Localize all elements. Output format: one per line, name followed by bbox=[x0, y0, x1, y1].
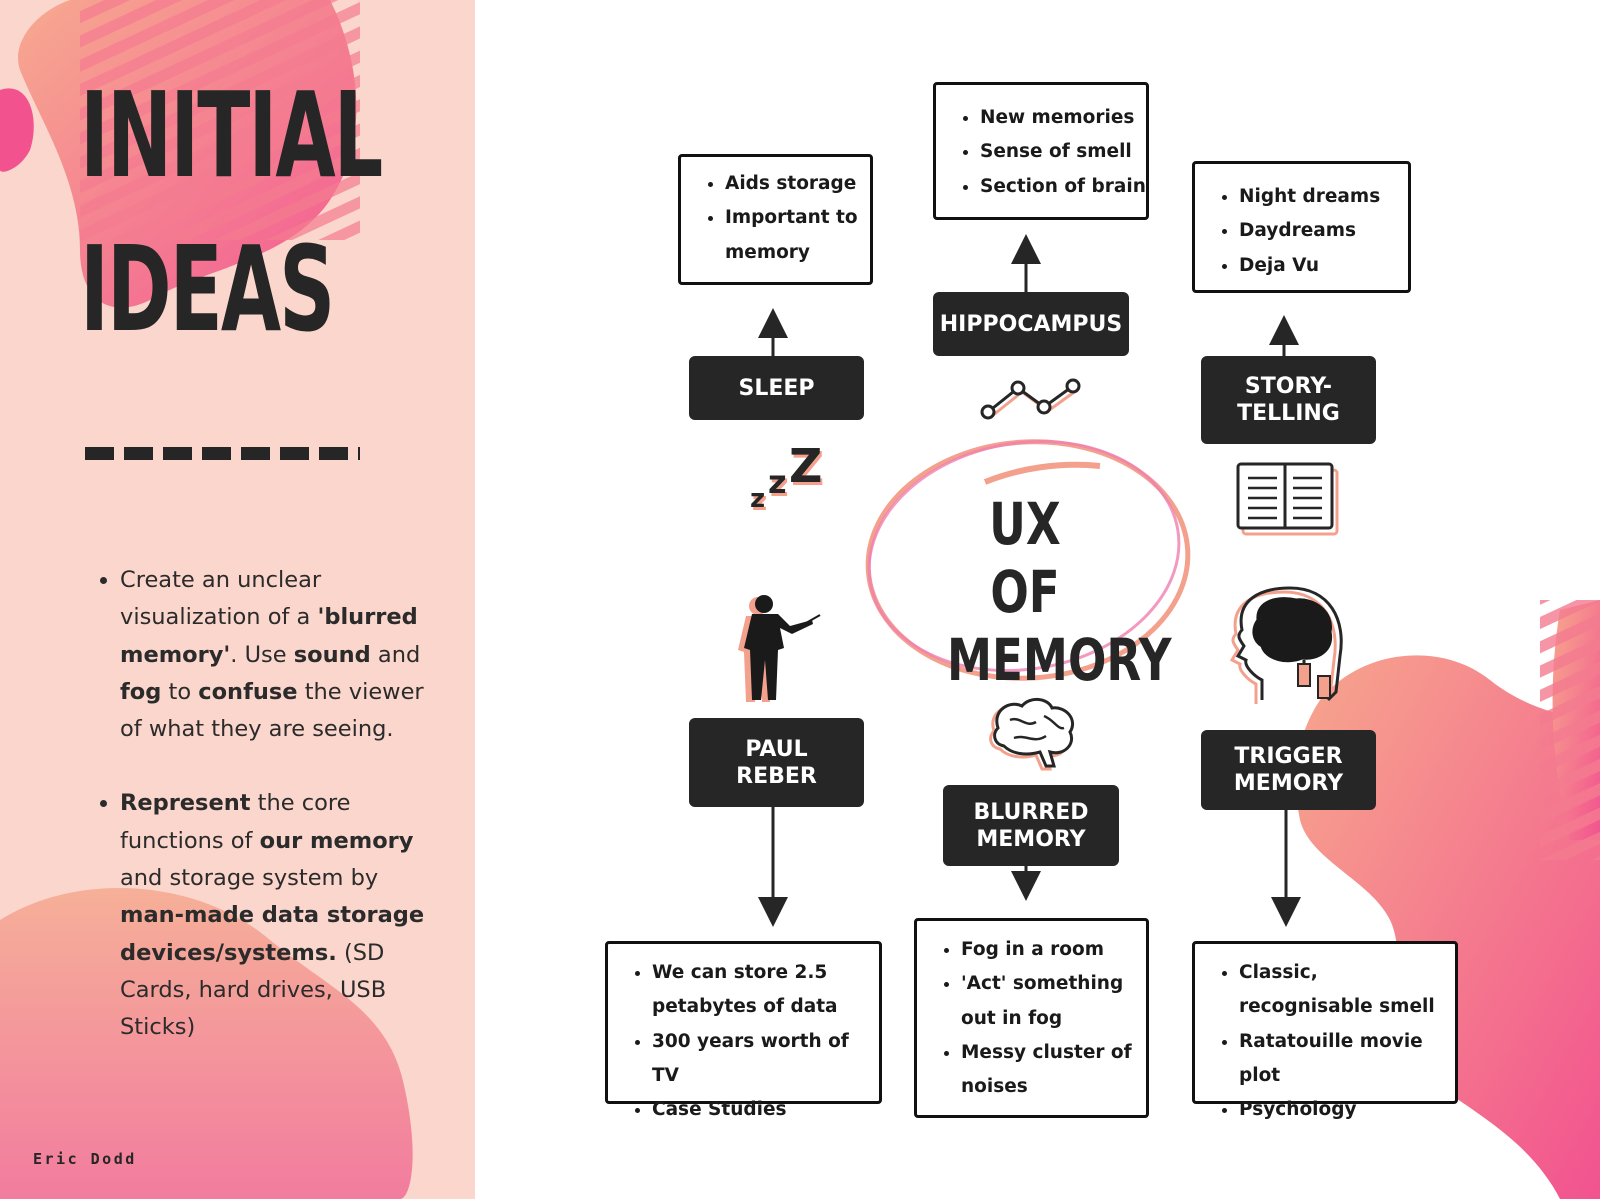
bullet-text-run: . Use bbox=[230, 641, 294, 668]
svg-text:z: z bbox=[770, 466, 789, 504]
node-trigger-memory: TRIGGER MEMORY bbox=[1201, 730, 1376, 810]
box-blurred-memory-list: Fog in a room'Act' something out in fogM… bbox=[917, 933, 1140, 1104]
bullet-text-run: (SD Cards, hard drives, USB Sticks) bbox=[120, 939, 387, 1041]
bullet-text-run: man-made data storage devices/systems. bbox=[120, 902, 425, 966]
box-sleep-list: Aids storageImportant to memory bbox=[681, 167, 870, 270]
list-item: Fog in a room bbox=[961, 933, 1140, 967]
list-item: 300 years worth of TV bbox=[652, 1025, 873, 1094]
open-book-icon bbox=[1236, 462, 1339, 536]
box-hippocampus: New memoriesSense of smellSection of bra… bbox=[933, 82, 1149, 220]
svg-text:Z: Z bbox=[791, 442, 824, 496]
svg-text:z: z bbox=[752, 487, 767, 517]
bullet-text-run: to bbox=[161, 678, 199, 705]
bullet-text-run: fog bbox=[120, 678, 162, 705]
title-line-2: IDEAS bbox=[80, 220, 335, 358]
center-title: UX OF MEMORY bbox=[947, 490, 1172, 694]
list-item: Classic, recognisable smell bbox=[1239, 956, 1449, 1025]
slide-title: INITIAL IDEAS bbox=[80, 58, 383, 366]
node-blurred-memory: BLURRED MEMORY bbox=[943, 785, 1119, 866]
box-storytelling: Night dreamsDaydreamsDeja Vu bbox=[1192, 161, 1411, 293]
node-storytelling: STORY- TELLING bbox=[1201, 356, 1376, 444]
bullet-text-run: Represent bbox=[120, 790, 251, 817]
list-item: Sense of smell bbox=[980, 135, 1146, 169]
node-sleep: SLEEP bbox=[689, 356, 864, 420]
svg-text:z: z bbox=[750, 484, 765, 514]
line-graph-icon bbox=[980, 378, 1081, 420]
dashed-divider bbox=[85, 447, 360, 460]
list-item: Section of brain bbox=[980, 170, 1146, 204]
presenter-icon bbox=[738, 595, 821, 702]
bullet-text-run: Create an unclear visualization of a bbox=[120, 567, 322, 631]
box-hippocampus-list: New memoriesSense of smellSection of bra… bbox=[936, 101, 1146, 204]
list-item: Case Studies bbox=[652, 1093, 873, 1127]
list-item: Night dreams bbox=[1239, 180, 1408, 214]
sleep-zzz-icon: z z z z Z Z bbox=[750, 439, 824, 517]
list-item: Daydreams bbox=[1239, 214, 1408, 248]
bullet-text-run: 'blurred memory' bbox=[120, 604, 418, 668]
list-item: Deja Vu bbox=[1239, 249, 1408, 283]
bullet-text-run: sound bbox=[293, 641, 371, 668]
node-hippocampus: HIPPOCAMPUS bbox=[933, 292, 1129, 356]
title-line-1: INITIAL bbox=[80, 66, 383, 204]
box-trigger-memory: Classic, recognisable smellRatatouille m… bbox=[1192, 941, 1458, 1120]
svg-text:z: z bbox=[768, 463, 787, 501]
bullet-item: Represent the core functions of our memo… bbox=[120, 785, 440, 1046]
bullet-item: Create an unclear visualization of a 'bl… bbox=[120, 562, 440, 748]
box-sleep: Aids storageImportant to memory bbox=[678, 154, 873, 285]
bullet-text-run: the core functions of bbox=[120, 790, 351, 854]
node-paul-reber: PAUL REBER bbox=[689, 718, 864, 807]
list-item: Important to memory bbox=[725, 201, 870, 270]
bullet-text-run: and bbox=[370, 641, 421, 668]
list-item: 'Act' something out in fog bbox=[961, 967, 1140, 1036]
center-ring-icon bbox=[865, 439, 1191, 681]
list-item: Messy cluster of noises bbox=[961, 1036, 1140, 1105]
box-paul-reber-list: We can store 2.5 petabytes of data300 ye… bbox=[608, 956, 873, 1127]
brain-icon bbox=[989, 698, 1075, 771]
box-blurred-memory: Fog in a room'Act' something out in fogM… bbox=[914, 918, 1149, 1118]
head-brain-icon bbox=[1229, 586, 1343, 706]
svg-text:Z: Z bbox=[789, 439, 822, 493]
list-item: New memories bbox=[980, 101, 1146, 135]
box-trigger-memory-list: Classic, recognisable smellRatatouille m… bbox=[1195, 956, 1449, 1127]
bullet-text-run: confuse bbox=[198, 678, 298, 705]
bullet-list: Create an unclear visualization of a 'bl… bbox=[92, 562, 440, 1084]
list-item: Aids storage bbox=[725, 167, 870, 201]
bullet-text-run: the viewer of what they are seeing. bbox=[120, 678, 424, 743]
box-paul-reber: We can store 2.5 petabytes of data300 ye… bbox=[605, 941, 882, 1120]
bullet-text-run: and storage system by bbox=[120, 865, 379, 892]
list-item: Psychology bbox=[1239, 1093, 1449, 1127]
author-name: Eric Dodd bbox=[33, 1150, 137, 1168]
bullet-text-run: our memory bbox=[259, 827, 414, 854]
box-storytelling-list: Night dreamsDaydreamsDeja Vu bbox=[1195, 180, 1408, 283]
list-item: We can store 2.5 petabytes of data bbox=[652, 956, 873, 1025]
list-item: Ratatouille movie plot bbox=[1239, 1025, 1449, 1094]
